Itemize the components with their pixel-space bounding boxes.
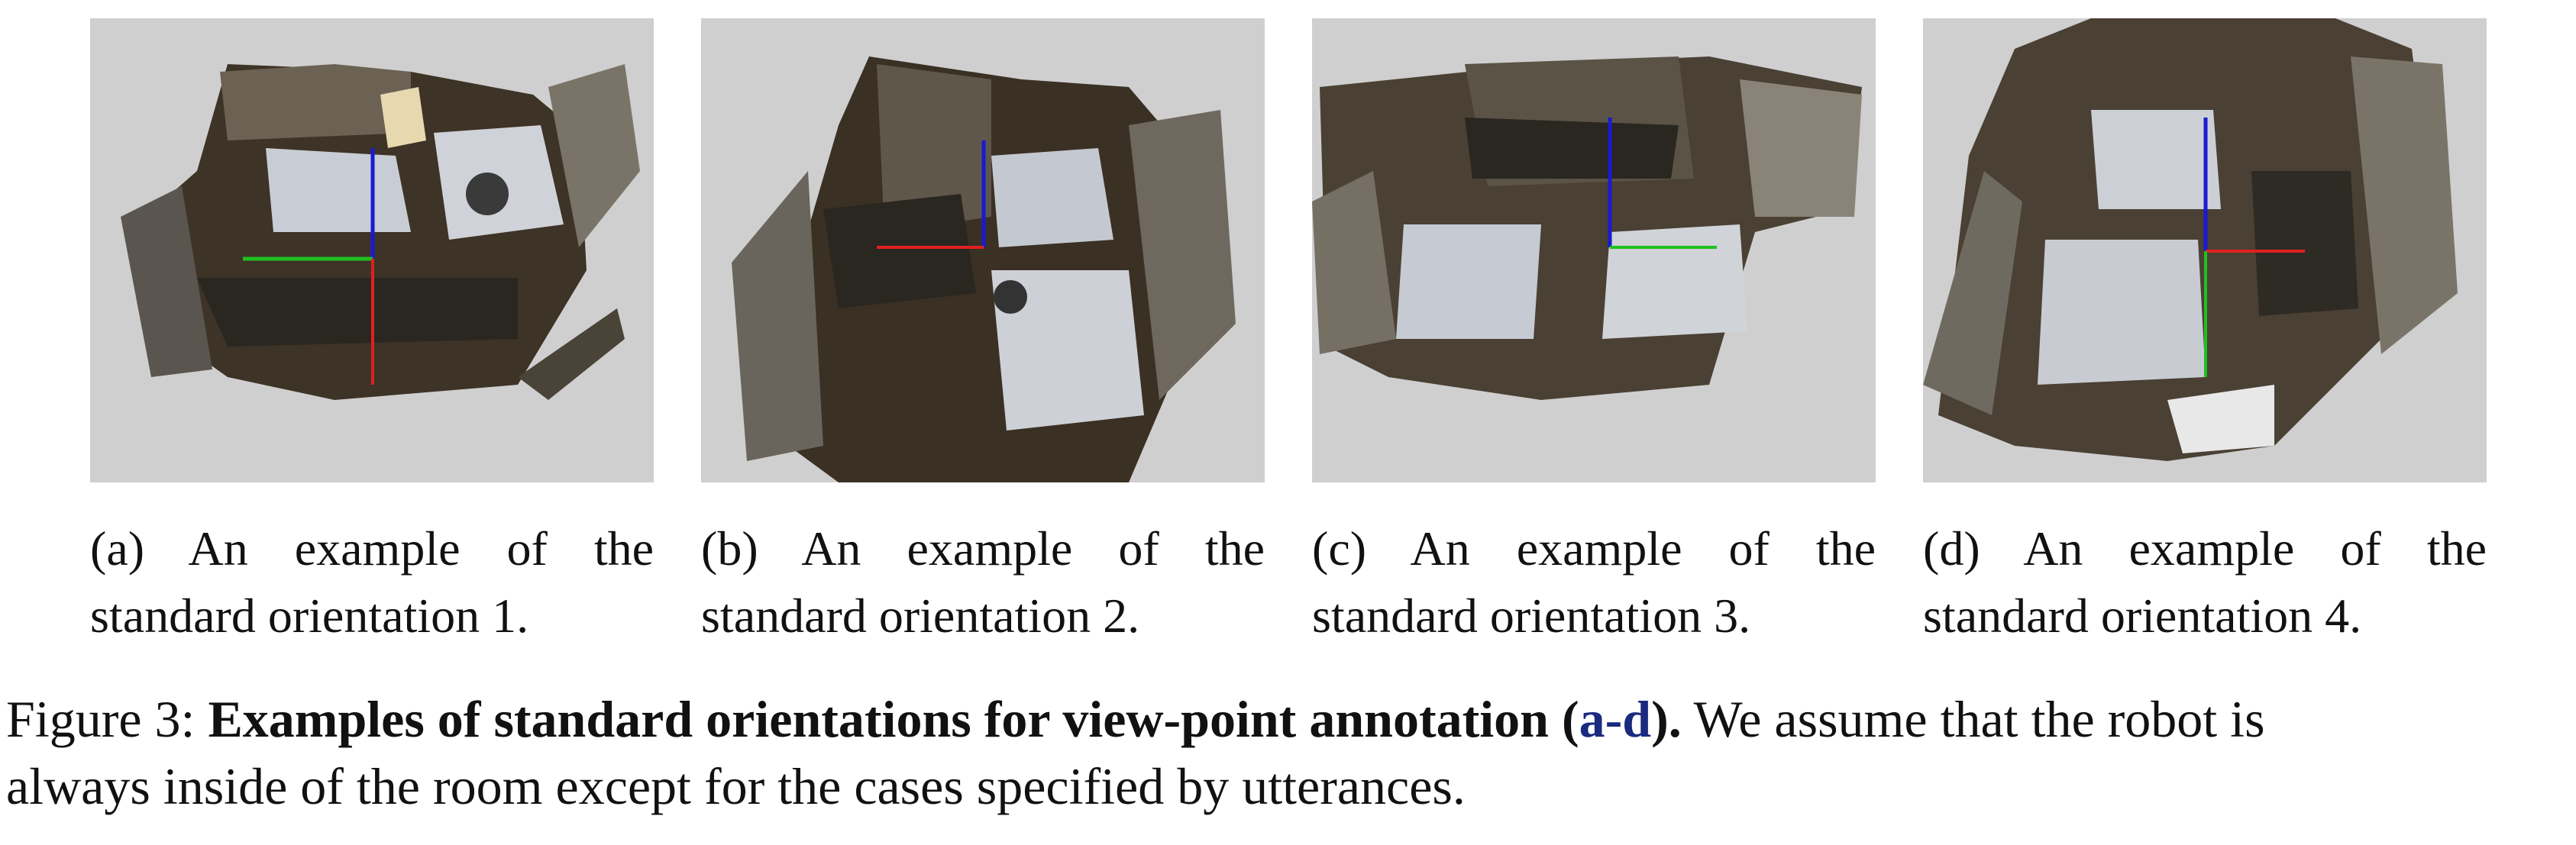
caption-line: standard orientation 4. bbox=[1923, 589, 2362, 643]
caption-line: (c) An example of the bbox=[1312, 521, 1876, 576]
caption-line: standard orientation 1. bbox=[90, 589, 529, 643]
subfigure-a-caption: (a) An example of the standard orientati… bbox=[90, 515, 654, 650]
caption-line: (d) An example of the bbox=[1923, 521, 2487, 576]
figure-label: Figure 3: bbox=[6, 690, 196, 748]
figure-caption-rest: We assume that the robot is bbox=[1681, 690, 2265, 748]
subfigure-c-caption: (c) An example of the standard orientati… bbox=[1312, 515, 1876, 650]
figure-caption-bold-text: Examples of standard orientations for vi… bbox=[208, 690, 1579, 748]
caption-line: standard orientation 3. bbox=[1312, 589, 1751, 643]
subfigure-a-image bbox=[90, 18, 654, 482]
caption-line: standard orientation 2. bbox=[701, 589, 1140, 643]
figure-caption-line-1: Figure 3: Examples of standard orientati… bbox=[6, 685, 2570, 753]
subfigure-c-image bbox=[1312, 18, 1876, 482]
caption-line: (b) An example of the bbox=[701, 521, 1265, 576]
figure-caption-line-2: always inside of the room except for the… bbox=[6, 757, 1466, 815]
subfigure-d-image bbox=[1923, 18, 2487, 482]
figure-caption: Figure 3: Examples of standard orientati… bbox=[6, 685, 2570, 820]
figure-caption-bold: Examples of standard orientations for vi… bbox=[208, 690, 1681, 748]
subfigure-b-caption: (b) An example of the standard orientati… bbox=[701, 515, 1265, 650]
subfigure-reference-link[interactable]: a-d bbox=[1579, 690, 1652, 748]
figure-caption-bold-end: ). bbox=[1651, 690, 1682, 748]
subfigure-b-image bbox=[701, 18, 1265, 482]
caption-line: (a) An example of the bbox=[90, 521, 654, 576]
subfigure-d-caption: (d) An example of the standard orientati… bbox=[1923, 515, 2487, 650]
